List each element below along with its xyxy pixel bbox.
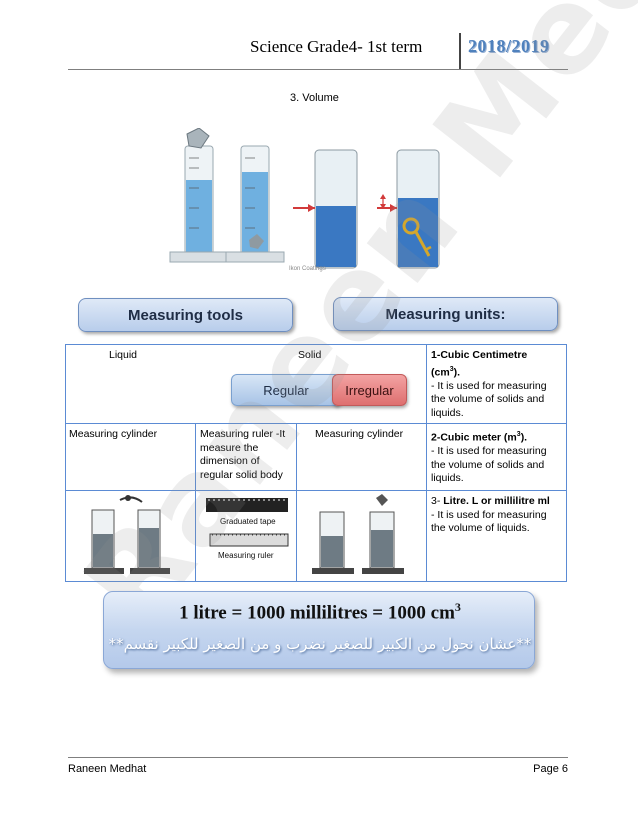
beaker-with-key: [377, 149, 440, 269]
unit2-desc: - It is used for measuring the volume of…: [431, 445, 547, 484]
unit2-close: ).: [520, 431, 528, 444]
unit3-desc: - It is used for measuring the volume of…: [431, 508, 547, 535]
unit2-sup: 3: [516, 431, 521, 438]
formula-sup: 3: [454, 600, 461, 614]
footer-author: Raneen Medhat: [68, 763, 147, 775]
cylinder-with-stone: [169, 128, 229, 263]
header-rule: [68, 69, 568, 70]
displacement-picture: [312, 494, 404, 574]
ruler-label: Measuring ruler: [218, 551, 274, 560]
irregular-tool: Measuring cylinder: [315, 428, 404, 440]
formula-text: 1 litre = 1000 millilitres = 1000 cm3: [104, 600, 536, 624]
header-title: Science Grade4- 1st term: [250, 37, 423, 56]
table-border: [65, 423, 567, 424]
cylinders-picture: [84, 495, 170, 574]
table-border: [426, 344, 427, 582]
unit3-title: Litre. L or millilitre ml: [443, 495, 550, 507]
unit1-close: ).: [453, 366, 461, 378]
irregular-button[interactable]: Irregular: [332, 374, 407, 406]
measuring-units-button[interactable]: Measuring units:: [333, 297, 558, 331]
table-border: [65, 344, 567, 345]
header-divider: [459, 33, 461, 69]
formula-note: **عشان نحول من الكبير للصغير نضرب و من ا…: [108, 635, 532, 653]
header-year: 2018/2019: [468, 36, 550, 56]
unit2-title: 2-Cubic meter (m: [431, 431, 517, 444]
table-border: [195, 423, 196, 582]
liquid-tool: Measuring cylinder: [69, 428, 158, 440]
unit-cubic-meter: 2-Cubic meter (m3). - It is used for mea…: [431, 428, 563, 486]
formula-box: 1 litre = 1000 millilitres = 1000 cm3 **…: [103, 591, 535, 669]
unit1-sup: 3: [449, 365, 454, 373]
liquid-header: Liquid: [109, 349, 138, 361]
measuring-table: Liquid Solid Regular Irregular 1-Cubic C…: [65, 344, 567, 582]
cylinder-stone-inside: [225, 145, 285, 263]
measuring-tools-button[interactable]: Measuring tools: [78, 298, 293, 332]
formula-main: 1 litre = 1000 millilitres = 1000 cm: [179, 602, 455, 624]
page-number: Page 6: [533, 763, 568, 775]
section-title: 3. Volume: [290, 92, 339, 104]
table-border: [566, 344, 567, 582]
table-border: [65, 344, 66, 582]
solid-header: Solid: [298, 349, 322, 361]
unit3-prefix: 3-: [431, 495, 444, 507]
unit-cubic-centimetre: 1-Cubic Centimetre (cm3). - It is used f…: [431, 349, 563, 420]
table-border: [296, 423, 297, 582]
footer-rule: [68, 757, 568, 758]
table-border: [65, 581, 567, 582]
tape-label: Graduated tape: [220, 517, 276, 526]
unit1-symbol: (cm: [431, 366, 450, 378]
unit1-desc: - It is used for measuring the volume of…: [431, 379, 547, 419]
regular-button[interactable]: Regular: [231, 374, 341, 406]
table-border: [65, 490, 567, 491]
regular-tool: Measuring ruler -It measure the dimensio…: [200, 428, 286, 481]
tape-ruler-picture: Graduated tape Measuring ruler: [206, 498, 289, 560]
beaker-before: [293, 149, 358, 269]
unit1-title: 1-Cubic Centimetre: [431, 349, 528, 361]
image-caption: Ikon Coatings: [289, 266, 326, 272]
unit-litre: 3- Litre. L or millilitre ml - It is use…: [431, 495, 563, 536]
volume-illustration: Ikon Coatings: [165, 128, 465, 274]
